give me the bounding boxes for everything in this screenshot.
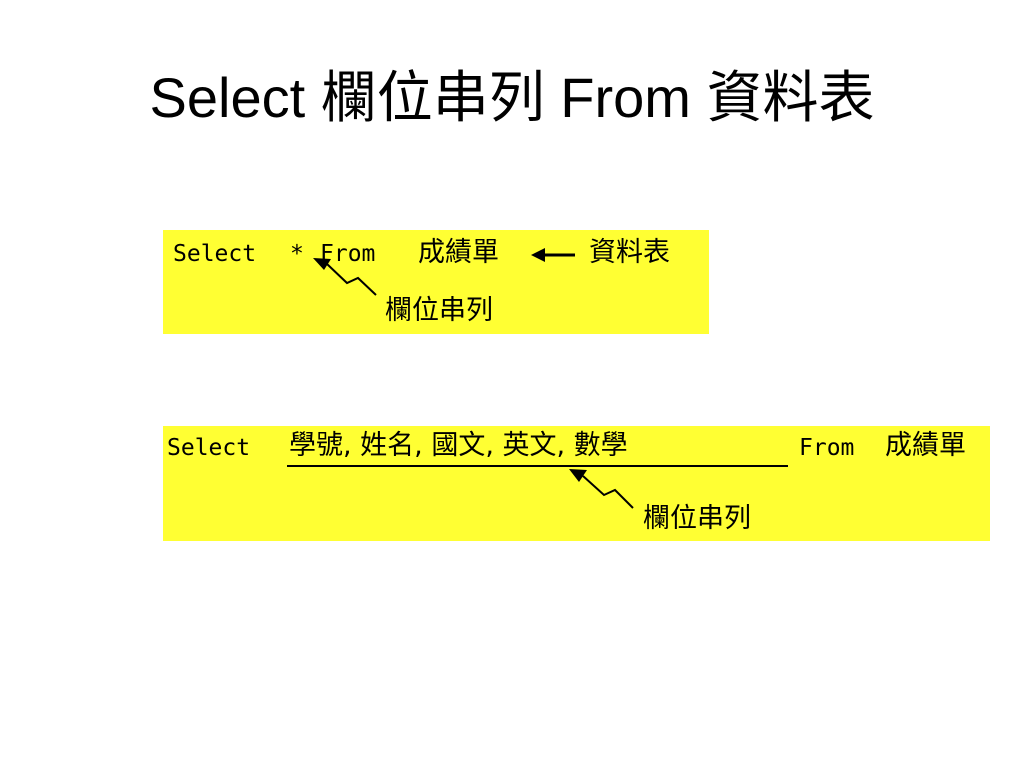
title-select: Select bbox=[149, 66, 306, 129]
star-arrow-head bbox=[313, 258, 331, 270]
slide-title: Select 欄位串列 From 資料表 bbox=[0, 60, 1024, 136]
example1-panel-bg bbox=[163, 230, 709, 334]
ex1-columns-label: 欄位串列 bbox=[385, 295, 493, 326]
ex2-columns-label: 欄位串列 bbox=[643, 503, 751, 534]
ex1-star: * bbox=[290, 241, 304, 267]
example2-panel: Select 學號, 姓名, 國文, 英文, 數學 From 成績單 欄位串列 bbox=[163, 426, 990, 541]
title-columns: 欄位串列 bbox=[320, 66, 545, 129]
ex1-table-label: 資料表 bbox=[589, 237, 670, 268]
example1-panel: Select * From 成績單 資料表 欄位串列 bbox=[163, 230, 709, 334]
ex1-from-keyword: From bbox=[320, 241, 376, 267]
ex1-table-name: 成績單 bbox=[418, 237, 499, 268]
ex1-select-keyword: Select bbox=[173, 241, 257, 267]
example2-panel-bg bbox=[163, 426, 990, 541]
example1-diagram bbox=[163, 230, 709, 334]
ex2-from-keyword: From bbox=[799, 435, 855, 461]
columns-arrow-line bbox=[582, 475, 634, 509]
example2-diagram bbox=[163, 426, 990, 541]
ex2-select-keyword: Select bbox=[167, 435, 251, 461]
table-arrow-head bbox=[531, 248, 545, 262]
star-arrow-line bbox=[326, 263, 377, 296]
ex2-column-list: 學號, 姓名, 國文, 英文, 數學 bbox=[289, 430, 628, 461]
ex2-table-name: 成績單 bbox=[885, 430, 966, 461]
columns-arrow-head bbox=[569, 469, 587, 482]
title-from: From bbox=[560, 66, 691, 129]
title-table: 資料表 bbox=[706, 66, 875, 129]
